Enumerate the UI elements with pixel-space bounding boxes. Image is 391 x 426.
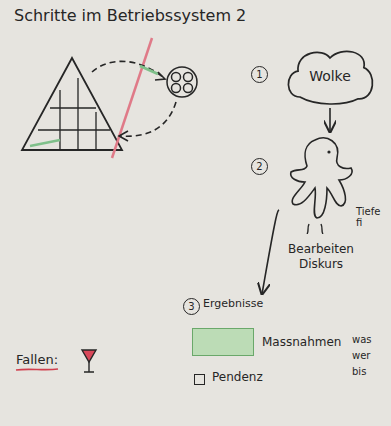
arrowhead [155, 72, 165, 80]
underline [16, 369, 58, 370]
octopus-figure [287, 134, 355, 234]
pyramid-mark [30, 140, 60, 146]
arrowhead [119, 131, 128, 141]
inner-circle [172, 73, 181, 82]
legend-text: Pendenz [212, 370, 263, 384]
pyramid-figure [22, 58, 122, 150]
pyramid-grid [38, 78, 110, 150]
cycle-arrow [120, 102, 176, 136]
octopus-node: Bearbeiten Diskurs [281, 134, 361, 272]
legend-swatch [192, 328, 254, 356]
side-note: Tiefe fi [356, 206, 388, 228]
octopus-path [291, 138, 352, 218]
glass-symbol [82, 350, 96, 372]
cloud-node: Wolke [283, 46, 377, 106]
flow-arrow [329, 108, 331, 132]
outer-circle [167, 67, 197, 97]
result-node: Ergebnisse [203, 297, 266, 310]
inner-circle [172, 84, 181, 93]
circle-figure [167, 67, 197, 97]
glass-stem [84, 362, 94, 372]
octopus-eye [327, 150, 330, 153]
cycle-accent [140, 66, 158, 74]
column-note: wer [352, 350, 370, 361]
cycle-arrow [92, 61, 164, 78]
legend-swatch [194, 374, 205, 385]
divider-line [112, 38, 152, 158]
glass-bowl [82, 350, 96, 362]
page-title: Schritte im Betriebssystem 2 [14, 6, 246, 25]
node-text: Bearbeiten Diskurs [281, 242, 361, 272]
legend-text: Massnahmen [262, 335, 341, 349]
column-note: bis [352, 366, 366, 377]
flow-arrow [262, 210, 279, 294]
inner-circle [184, 73, 193, 82]
callout-number: 2 [251, 158, 268, 175]
cycle-arrows [92, 61, 176, 141]
node-text: Ergebnisse [203, 297, 266, 310]
column-note: was [352, 334, 372, 345]
traps-label: Fallen: [16, 352, 58, 367]
node-text: Wolke [283, 46, 377, 106]
callout-number: 1 [251, 66, 268, 83]
pyramid-outline [22, 58, 122, 150]
inner-circle [184, 84, 193, 93]
callout-number: 3 [183, 298, 200, 315]
octopus-lines [307, 224, 323, 234]
